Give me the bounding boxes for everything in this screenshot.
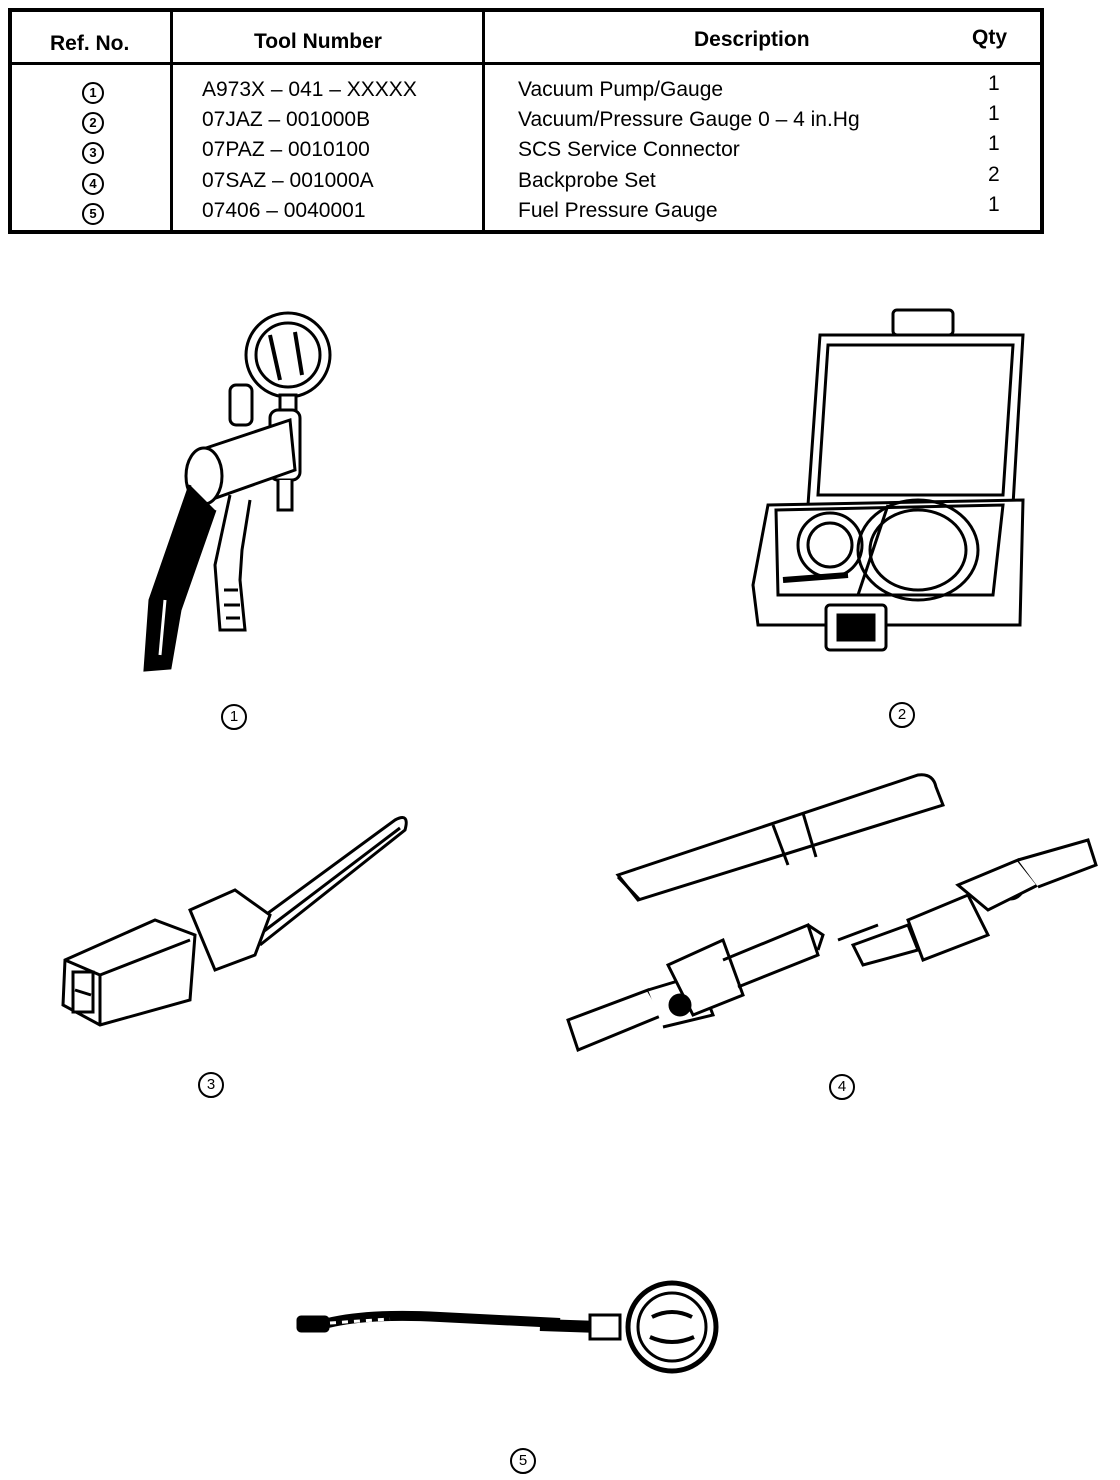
column-divider — [482, 12, 485, 230]
qty-cell: 1 — [988, 72, 1000, 95]
scs-service-connector-illustration — [45, 800, 425, 1040]
vacuum-gauge-case-illustration — [748, 305, 1038, 665]
description-cell: SCS Service Connector — [518, 138, 740, 161]
tool-number-cell: A973X – 041 – XXXXX — [202, 78, 417, 101]
table-row: 5 07406 – 0040001 Fuel Pressure Gauge 1 — [12, 193, 1040, 229]
tool-number-cell: 07SAZ – 001000A — [202, 169, 374, 192]
column-divider — [170, 12, 173, 230]
backprobe-set-illustration — [548, 765, 1108, 1065]
header-description: Description — [694, 28, 810, 51]
vacuum-pump-illustration — [120, 300, 360, 690]
ref-number-badge: 4 — [82, 173, 104, 195]
table-row: 3 07PAZ – 0010100 SCS Service Connector … — [12, 132, 1040, 168]
figure-label: 5 — [510, 1448, 536, 1474]
fuel-pressure-gauge-illustration — [290, 1265, 730, 1405]
tool-number-cell: 07JAZ – 001000B — [202, 108, 371, 131]
qty-cell: 1 — [988, 102, 1000, 125]
tool-number-cell: 07PAZ – 0010100 — [202, 138, 370, 161]
description-cell: Backprobe Set — [518, 169, 656, 192]
description-cell: Vacuum/Pressure Gauge 0 – 4 in.Hg — [518, 108, 860, 131]
qty-cell: 1 — [988, 193, 1000, 216]
qty-cell: 2 — [988, 163, 1000, 186]
header-tool-number: Tool Number — [254, 30, 382, 53]
header-ref-no: Ref. No. — [50, 32, 130, 55]
tool-number-cell: 07406 – 0040001 — [202, 199, 366, 222]
header-divider — [12, 62, 1040, 65]
description-cell: Fuel Pressure Gauge — [518, 199, 718, 222]
table-row: 2 07JAZ – 001000B Vacuum/Pressure Gauge … — [12, 102, 1040, 138]
ref-number-badge: 1 — [82, 82, 104, 104]
description-cell: Vacuum Pump/Gauge — [518, 78, 724, 101]
figure-label: 1 — [221, 704, 247, 730]
figure-label: 3 — [198, 1072, 224, 1098]
ref-number-badge: 5 — [82, 203, 104, 225]
special-tools-table: Ref. No. Tool Number Description Qty 1 A… — [8, 8, 1044, 234]
table-row: 1 A973X – 041 – XXXXX Vacuum Pump/Gauge … — [12, 72, 1040, 108]
figure-label: 2 — [889, 702, 915, 728]
figure-label: 4 — [829, 1074, 855, 1100]
table-row: 4 07SAZ – 001000A Backprobe Set 2 — [12, 163, 1040, 199]
qty-cell: 1 — [988, 132, 1000, 155]
header-qty: Qty — [972, 26, 1008, 49]
ref-number-badge: 3 — [82, 142, 104, 164]
ref-number-badge: 2 — [82, 112, 104, 134]
